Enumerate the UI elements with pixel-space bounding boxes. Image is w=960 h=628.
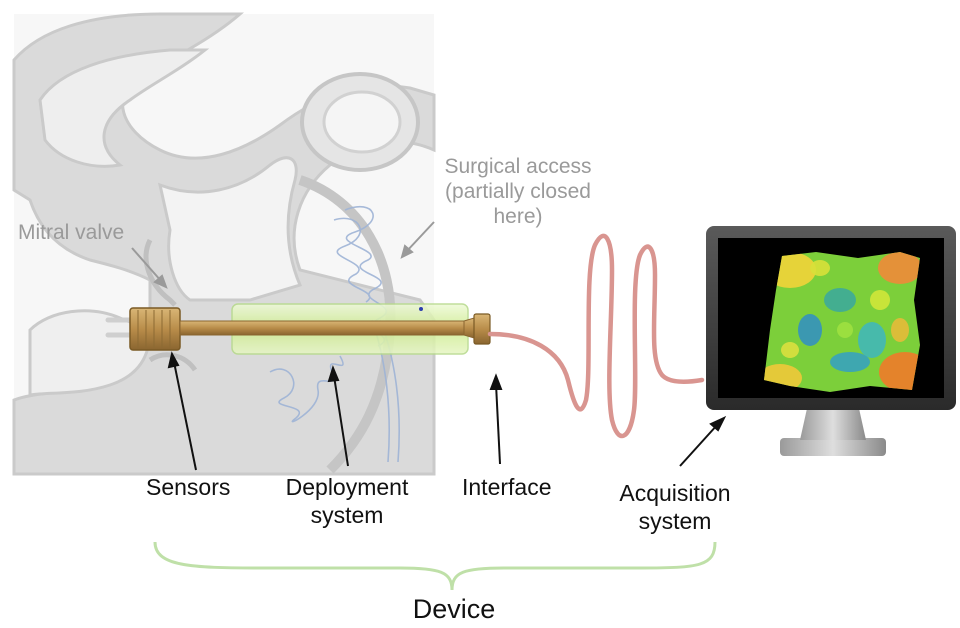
mitral-leaflet-lower — [148, 352, 198, 372]
ventricle-lumen — [28, 309, 152, 397]
atrium-lumen — [157, 156, 303, 302]
deployment-line-2: system — [310, 501, 384, 528]
surgical-access-label: Surgical access (partially closed here) — [418, 154, 618, 230]
mitral-valve-arrowhead — [153, 274, 168, 289]
acquisition-arrowhead — [709, 415, 727, 432]
interface-cable — [487, 233, 705, 439]
pulmonary-vessel-inner — [322, 90, 402, 154]
catheter-rod — [179, 320, 465, 336]
sensors-arrow — [173, 361, 197, 471]
deployment-arrowhead — [327, 365, 340, 383]
deployment-line-1: Deployment — [285, 474, 409, 500]
monitor-stand-base — [780, 438, 886, 456]
deployment-system-label: Deployment system — [262, 474, 432, 529]
sensor-head-texture — [137, 310, 171, 348]
acquisition-line-1: Acquisition — [619, 480, 731, 506]
monitor-stand-neck — [800, 404, 866, 440]
sheath-marker — [419, 307, 423, 311]
surgical-access-arrowhead — [400, 244, 414, 259]
device-label: Device — [412, 594, 496, 624]
aorta-lumen — [38, 48, 210, 168]
connector-taper — [463, 317, 475, 339]
acquisition-monitor — [706, 226, 956, 456]
interface-label: Interface — [462, 474, 552, 500]
sensors-arrowhead — [167, 351, 180, 369]
connector-plug — [473, 313, 491, 345]
mitral-leaflet-upper — [143, 238, 177, 307]
catheter-assembly — [105, 307, 491, 351]
deployment-arrow — [333, 375, 349, 467]
surgical-access-line-2: (partially closed — [445, 180, 591, 204]
surgical-access-line-3: here) — [493, 205, 543, 229]
acquisition-arrow — [679, 423, 719, 467]
interface-arrow — [495, 383, 501, 465]
activation-map — [764, 252, 920, 392]
surgical-access-arrow — [405, 221, 435, 253]
sensors-label: Sensors — [146, 474, 231, 500]
interface-arrowhead — [489, 373, 503, 390]
gray-arrows — [131, 221, 435, 289]
black-arrows — [167, 351, 727, 471]
acquisition-system-label: Acquisition system — [590, 480, 760, 535]
surgical-access-line-1: Surgical access — [444, 155, 592, 178]
mitral-valve-label: Mitral valve — [18, 221, 125, 244]
device-brace — [153, 541, 717, 591]
mitral-valve-arrow — [131, 247, 163, 283]
acquisition-line-2: system — [638, 507, 712, 534]
